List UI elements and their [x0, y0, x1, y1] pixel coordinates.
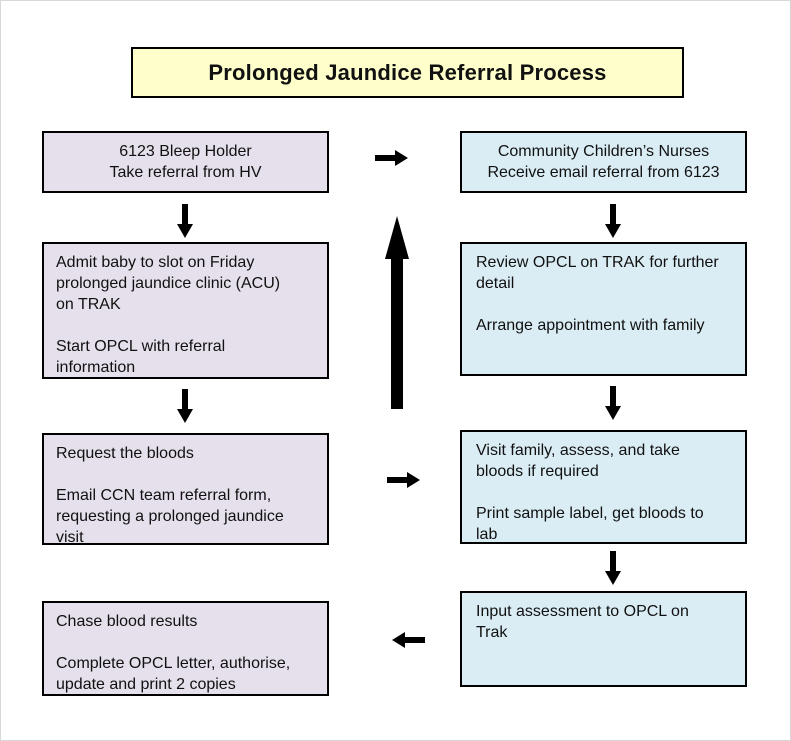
step-line: Receive email referral from 6123 — [487, 164, 720, 181]
step-paragraph: Chase blood results — [56, 613, 198, 630]
arrow-shaft — [375, 155, 395, 161]
step-paragraph: Print sample label, get bloods to lab — [476, 505, 704, 543]
step-paragraph: Arrange appointment with family — [476, 317, 705, 334]
arrow-shaft — [610, 204, 616, 224]
arrow-head — [407, 472, 420, 488]
down-arrow-icon-r2-to-r3 — [605, 386, 621, 420]
arrow-shaft — [610, 551, 616, 571]
step-line: Take referral from HV — [109, 164, 262, 181]
step-paragraph: Email CCN team referral form, requesting… — [56, 487, 284, 545]
step-line: 6123 Bleep Holder — [119, 143, 252, 160]
arrow-shaft — [391, 259, 403, 409]
step-paragraph: Start OPCL with referral information — [56, 338, 226, 376]
step-paragraph: Review OPCL on TRAK for further detail — [476, 254, 719, 292]
step-box-admit-baby: Admit baby to slot on Friday prolonged j… — [42, 242, 329, 379]
arrow-shaft — [182, 204, 188, 224]
step-line: Community Children’s Nurses — [497, 143, 710, 160]
right-arrow-icon-l1-to-r1 — [375, 150, 408, 166]
arrow-shaft — [182, 389, 188, 409]
arrow-head — [392, 632, 405, 648]
step-paragraph: Visit family, assess, and take bloods if… — [476, 442, 680, 480]
page-title: Prolonged Jaundice Referral Process — [208, 59, 607, 85]
arrow-head — [385, 216, 409, 259]
arrow-head — [395, 150, 408, 166]
down-arrow-icon-l2-to-l3 — [177, 389, 193, 423]
up-arrow-icon-l3-to-r1 — [385, 216, 409, 409]
arrow-head — [605, 406, 621, 420]
step-paragraph: Admit baby to slot on Friday prolonged j… — [56, 254, 281, 313]
step-box-ccn-receive: Community Children’s Nurses Receive emai… — [460, 131, 747, 193]
down-arrow-icon-r1-to-r2 — [605, 204, 621, 238]
right-arrow-icon-l3-to-r3 — [387, 472, 420, 488]
step-box-request-bloods: Request the bloods Email CCN team referr… — [42, 433, 329, 545]
arrow-shaft — [405, 637, 425, 643]
arrow-shaft — [610, 386, 616, 406]
step-box-review-opcl: Review OPCL on TRAK for further detail A… — [460, 242, 747, 376]
left-arrow-icon-r4-to-l4 — [392, 632, 425, 648]
step-paragraph: Request the bloods — [56, 445, 194, 462]
step-box-bleep-holder: 6123 Bleep Holder Take referral from HV — [42, 131, 329, 193]
arrow-head — [605, 571, 621, 585]
arrow-head — [177, 224, 193, 238]
title-box: Prolonged Jaundice Referral Process — [131, 47, 684, 98]
arrow-head — [605, 224, 621, 238]
down-arrow-icon-l1-to-l2 — [177, 204, 193, 238]
step-paragraph: Input assessment to OPCL on Trak — [476, 603, 689, 641]
step-box-input-assessment: Input assessment to OPCL on Trak — [460, 591, 747, 687]
step-box-visit-family: Visit family, assess, and take bloods if… — [460, 430, 747, 544]
down-arrow-icon-r3-to-r4 — [605, 551, 621, 585]
step-box-chase-results: Chase blood results Complete OPCL letter… — [42, 601, 329, 696]
arrow-head — [177, 409, 193, 423]
arrow-shaft — [387, 477, 407, 483]
step-paragraph: Complete OPCL letter, authorise, update … — [56, 655, 291, 693]
